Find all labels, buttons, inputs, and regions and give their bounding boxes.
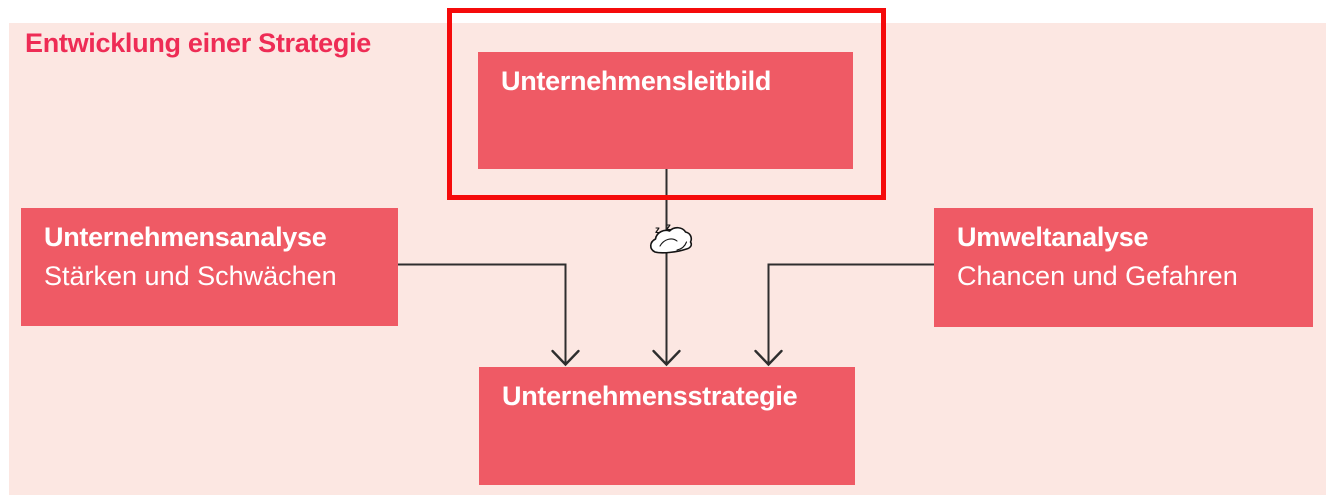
node-unternehmensleitbild[interactable]: Unternehmensleitbild <box>478 52 853 169</box>
node-label: Umweltanalyse <box>957 222 1149 252</box>
node-label: Unternehmensanalyse <box>44 222 327 252</box>
node-label: Unternehmensstrategie <box>502 381 798 411</box>
node-sublabel: Stärken und Schwächen <box>44 261 337 291</box>
node-sublabel: Chancen und Gefahren <box>957 261 1238 291</box>
node-unternehmensstrategie[interactable]: Unternehmensstrategie <box>479 367 855 485</box>
node-label: Unternehmensleitbild <box>501 66 772 96</box>
node-unternehmensanalyse[interactable]: Unternehmensanalyse Stärken und Schwäche… <box>21 208 398 326</box>
diagram-title: Entwicklung einer Strategie <box>25 28 371 58</box>
node-umweltanalyse[interactable]: Umweltanalyse Chancen und Gefahren <box>934 208 1313 327</box>
